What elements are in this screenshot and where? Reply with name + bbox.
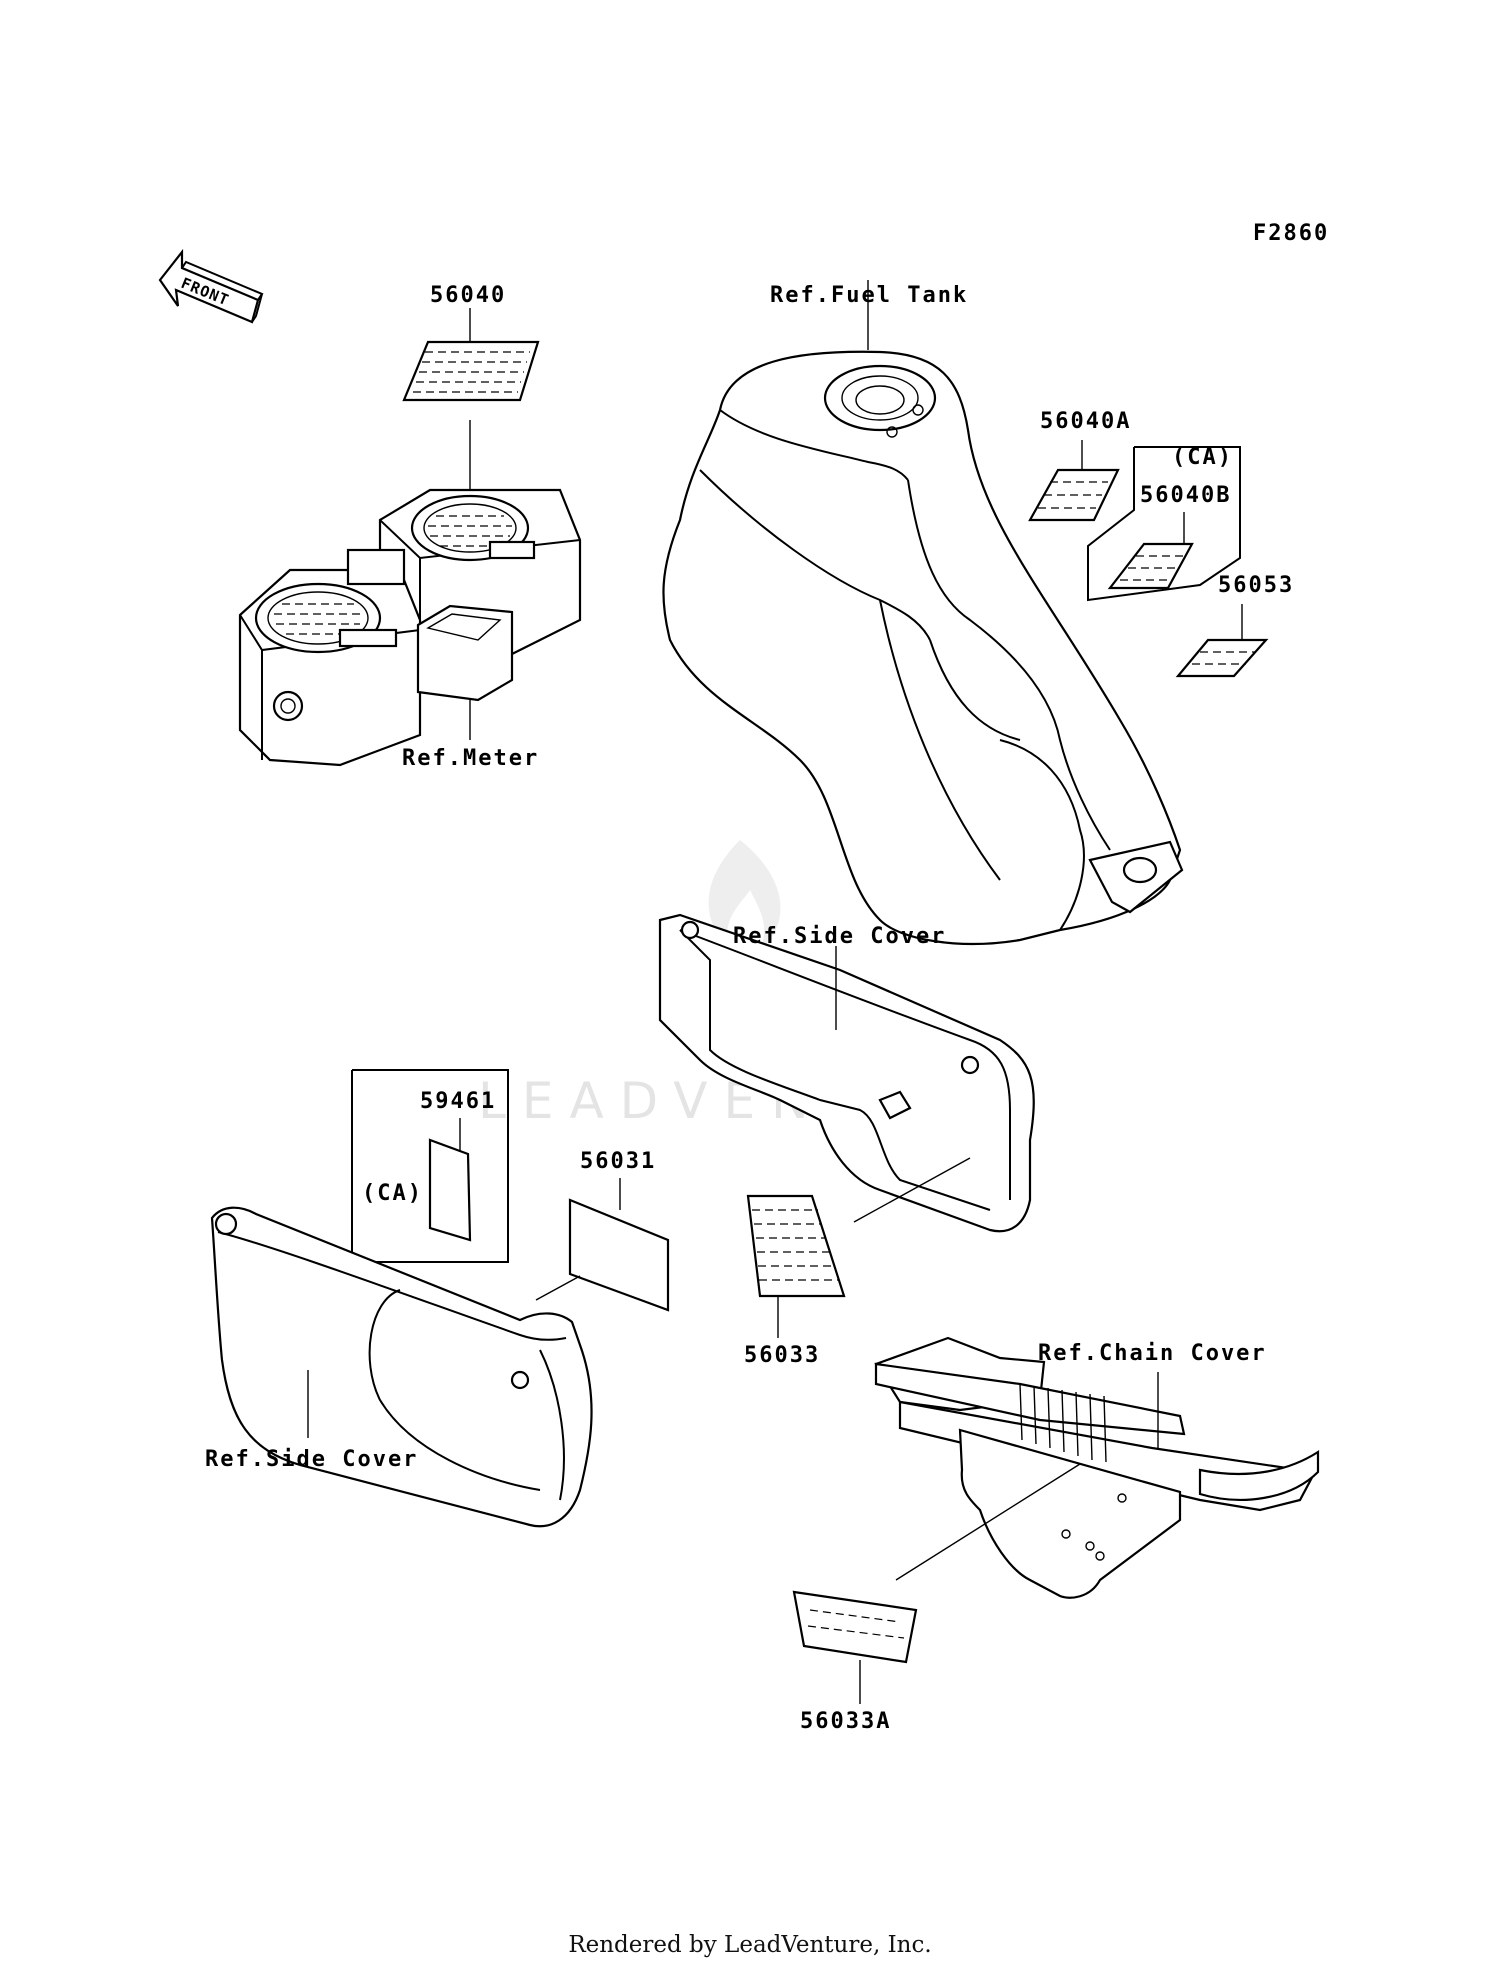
meter-key-hole [272,690,304,722]
decal-56040b [1107,542,1194,590]
decal-56033 [746,1194,846,1298]
callout-56040a: 56040A [1040,409,1131,434]
decal-59461 [428,1138,472,1242]
decal-56031 [568,1198,670,1312]
right-side-cover-clip [878,1090,912,1120]
decal-56033a [792,1590,918,1664]
callout-56033a: 56033A [800,1709,891,1734]
callout-ref-side-cover-right: Ref.Side Cover [733,924,946,949]
left-side-cover-body [210,1206,593,1528]
figure-code: F2860 [1253,221,1329,246]
callout-ca-top: (CA) [1172,445,1233,470]
footer-credit: Rendered by LeadVenture, Inc. [568,1932,931,1958]
right-side-cover: Ref.Side Cover [658,913,1035,1233]
callout-56053: 56053 [1218,573,1294,598]
fuel-tank-filler-ring [823,364,937,432]
callout-56040b: 56040B [1140,483,1231,508]
callout-56031: 56031 [580,1149,656,1174]
decal-56033-group: 56033 [744,1194,846,1368]
callout-59461: 59461 [420,1089,496,1114]
callout-ref-side-cover-left: Ref.Side Cover [205,1447,418,1472]
callout-ref-fuel-tank: Ref.Fuel Tank [770,283,968,308]
fuel-tank: Ref.Fuel Tank [662,280,1184,945]
callout-56033: 56033 [744,1343,820,1368]
decal-56053 [1175,638,1269,678]
chain-cover-guard [958,1428,1182,1599]
callout-56040: 56040 [430,283,506,308]
callout-ca-left: (CA) [362,1181,423,1206]
meter-center-box [416,604,514,702]
fuel-tank-body [662,350,1182,945]
chain-cover: Ref.Chain Cover [874,1336,1320,1599]
ca-frame-top [1087,446,1241,602]
decal-56040 [402,340,540,402]
meter-top-window [346,548,406,586]
meter-assembly: 56040 Ref.Meter [238,283,582,771]
ca-frame-left [351,1069,509,1263]
front-arrow-icon: FRONT [158,248,264,324]
meter-right-indicator [488,540,536,560]
decal-56031-group: 56031 [535,1149,670,1312]
chain-cover-tail [1198,1449,1320,1501]
left-side-cover: Ref.Side Cover [205,1206,593,1528]
fuel-tank-decals: 56040A (CA) 56040B 56053 [1028,409,1294,678]
callout-ref-chain-cover: Ref.Chain Cover [1038,1341,1267,1366]
right-side-cover-body [658,913,1035,1233]
meter-left-indicator [338,628,398,648]
watermark-flame-icon [708,840,781,950]
callout-ref-meter: Ref.Meter [402,746,539,771]
ca-frame-left-group: 59461 (CA) [351,1069,509,1263]
decal-56033a-group: 56033A [792,1590,918,1734]
